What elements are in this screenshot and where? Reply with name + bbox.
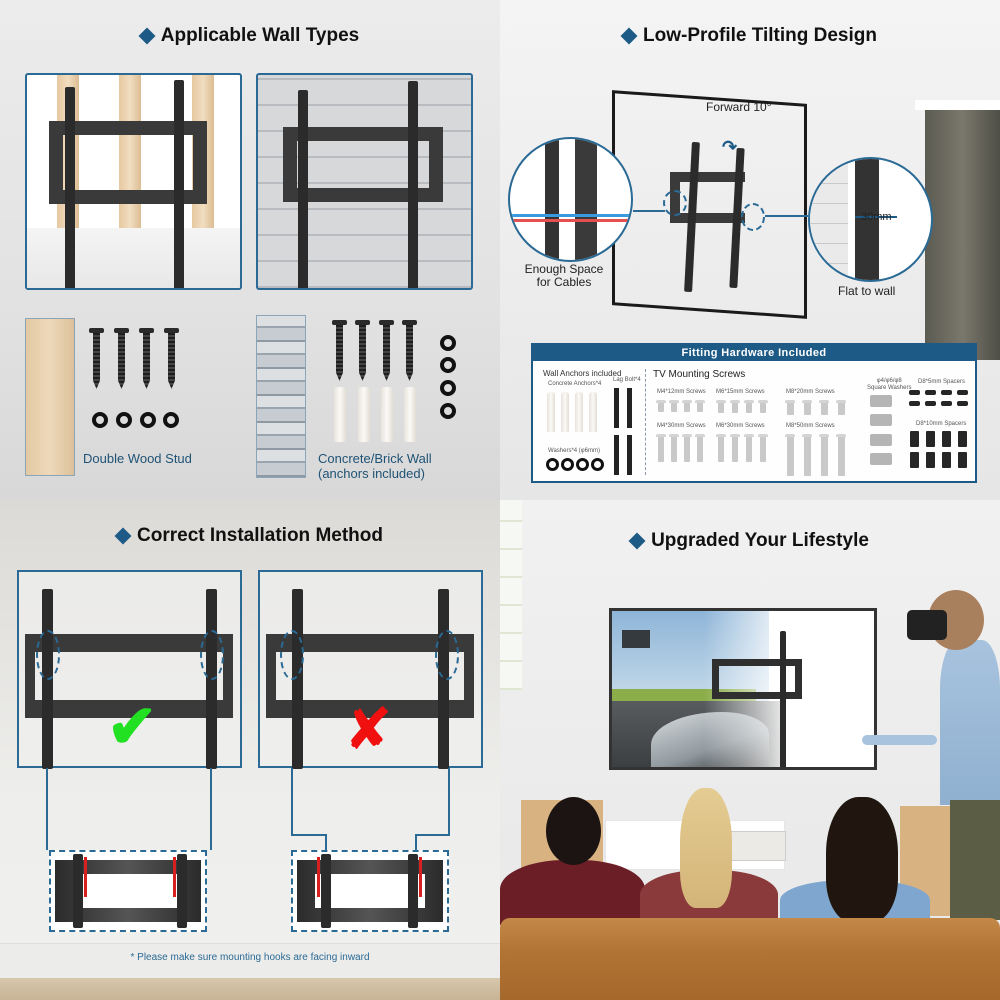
lag-bolt-icon — [139, 328, 154, 390]
tv-outline — [612, 90, 807, 319]
hook-indicator — [84, 857, 87, 897]
lag-bolt-icon — [355, 320, 370, 382]
wall-anchor-icon — [358, 387, 370, 442]
hook-indicator — [317, 857, 320, 897]
sofa — [500, 918, 1000, 1000]
wood-stud-panel — [25, 73, 242, 290]
depth-label: 30mm — [861, 211, 892, 223]
washer-icon — [440, 357, 456, 373]
window — [500, 500, 522, 690]
washer-icon — [116, 412, 132, 428]
correct-installation-box: ✔ — [17, 570, 242, 769]
x-mark-icon: ✘ — [344, 695, 393, 763]
concrete-caption: Concrete/Brick Wall (anchors included) — [318, 451, 432, 481]
viewer-1 — [500, 860, 645, 925]
vr-headset-icon — [907, 610, 947, 640]
lifestyle-title: Upgraded Your Lifestyle — [500, 530, 1000, 552]
floor — [27, 228, 240, 288]
washer-icon — [140, 412, 156, 428]
wrong-hook-detail — [291, 850, 449, 932]
flat-to-wall-label: Flat to wall — [838, 284, 896, 298]
wrong-installation-box: ✘ — [258, 570, 483, 769]
lag-bolt-icon — [402, 320, 417, 382]
washer-icon — [440, 380, 456, 396]
game-hud — [622, 629, 651, 648]
lag-bolt-icon — [89, 328, 104, 390]
tilt-arrow-icon: ↷ — [722, 137, 738, 157]
diamond-bullet-icon — [628, 532, 646, 550]
wood-floor — [0, 978, 500, 1000]
wood-swatch — [25, 318, 75, 476]
flat-to-wall-zoom — [808, 157, 933, 282]
hardware-header: Fitting Hardware Included — [533, 345, 975, 361]
hook-indicator — [173, 857, 176, 897]
stereo — [726, 831, 786, 861]
hardware-included-box: Fitting Hardware Included Wall Anchors i… — [531, 343, 977, 483]
diamond-bullet-icon — [138, 27, 156, 45]
wall-anchor-icon — [334, 387, 346, 442]
installation-title: Correct Installation Method — [0, 525, 500, 547]
diamond-bullet-icon — [620, 27, 638, 45]
lag-bolt-icon — [332, 320, 347, 382]
wall-types-title: Applicable Wall Types — [0, 25, 500, 47]
forward-tilt-label: Forward 10° — [706, 100, 772, 114]
check-mark-icon: ✔ — [107, 693, 158, 760]
correct-hook-detail — [49, 850, 207, 932]
tilting-title: Low-Profile Tilting Design — [500, 25, 1000, 47]
washer-icon — [440, 335, 456, 351]
diamond-bullet-icon — [114, 527, 132, 545]
wood-stud — [119, 75, 141, 228]
brick-wall-panel — [256, 73, 473, 290]
lag-bolt-icon — [164, 328, 179, 390]
cable-space-label: Enough Space for Cables — [524, 262, 604, 289]
wall-mounted-tv — [609, 608, 877, 770]
washer-icon — [163, 412, 179, 428]
cable-space-zoom — [508, 137, 633, 262]
wood-stud-caption: Double Wood Stud — [83, 451, 192, 466]
wall-types-section: Applicable Wall Types — [0, 0, 500, 500]
hook-indicator — [419, 857, 422, 897]
wall-anchor-icon — [404, 387, 416, 442]
brick-swatch — [256, 315, 306, 478]
baseboard — [0, 943, 500, 978]
installation-note: * Please make sure mounting hooks are fa… — [130, 952, 370, 963]
lag-bolt-icon — [379, 320, 394, 382]
wall-anchor-icon — [381, 387, 393, 442]
washer-icon — [440, 403, 456, 419]
curtain — [925, 110, 1000, 360]
lag-bolt-icon — [114, 328, 129, 390]
washer-icon — [92, 412, 108, 428]
vr-player — [940, 640, 1000, 805]
